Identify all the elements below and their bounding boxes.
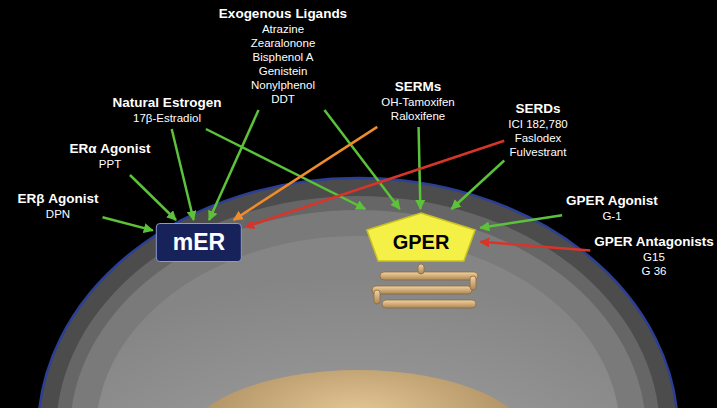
item-text: PPT xyxy=(69,157,150,171)
helix xyxy=(372,286,472,294)
item-text: Atrazine xyxy=(219,22,347,36)
heading-text: ERβ Agonist xyxy=(18,190,99,207)
receptor-box: mER xyxy=(156,223,242,262)
heading-text: SERMs xyxy=(381,78,455,95)
membrane-band xyxy=(56,196,660,408)
heading-text: GPER xyxy=(393,230,450,254)
ligand-group: ERβ AgonistDPN xyxy=(18,190,99,221)
item-text: Genistein xyxy=(219,64,347,78)
arrow-connector xyxy=(209,110,258,220)
arrow-connector xyxy=(324,110,399,209)
ligand-group: Natural Estrogen17β-Estradiol xyxy=(113,94,222,125)
heading-text: ERα Agonist xyxy=(69,140,150,157)
arrow-connector xyxy=(480,215,562,228)
membrane-inner xyxy=(70,210,646,408)
helix-stem xyxy=(418,264,424,274)
ligand-group: ERα AgonistPPT xyxy=(69,140,150,171)
nucleus xyxy=(183,370,533,408)
item-text: OH-Tamoxifen xyxy=(381,95,455,109)
helix xyxy=(380,272,478,280)
helix-link xyxy=(470,276,476,290)
item-text: Zearalonone xyxy=(219,36,347,50)
gper-helices xyxy=(372,264,478,308)
ligand-group: Exogenous LigandsAtrazineZearalononeBisp… xyxy=(219,5,347,106)
heading-text: mER xyxy=(173,229,225,256)
item-text: Faslodex xyxy=(508,131,567,145)
receptor-pentagon: GPER xyxy=(365,212,478,262)
item-text: ICI 182,780 xyxy=(508,117,567,131)
arrow-connector xyxy=(206,129,365,209)
heading-text: Exogenous Ligands xyxy=(219,5,347,22)
helix xyxy=(382,300,476,308)
item-text: G15 xyxy=(594,250,714,264)
pentagon-outline xyxy=(367,213,475,261)
arrow-connector xyxy=(451,160,504,209)
heading-text: Natural Estrogen xyxy=(113,94,222,111)
item-text: DPN xyxy=(18,207,99,221)
arrow-connector xyxy=(130,175,176,220)
ligand-group: SERDsICI 182,780FaslodexFulvestrant xyxy=(508,100,567,159)
item-text: Raloxifene xyxy=(381,109,455,123)
arrow-connector xyxy=(480,242,590,251)
item-text: 17β-Estradiol xyxy=(113,111,222,125)
item-text: Fulvestrant xyxy=(508,145,567,159)
heading-text: GPER Antagonists xyxy=(594,233,714,250)
ligand-group: SERMsOH-TamoxifenRaloxifene xyxy=(381,78,455,123)
heading-text: GPER Agonist xyxy=(566,192,658,209)
cell-outer xyxy=(38,178,678,408)
arrow-connector xyxy=(245,141,504,227)
item-text: DDT xyxy=(219,92,347,106)
arrow-connector xyxy=(103,217,153,230)
item-text: Nonylphenol xyxy=(219,78,347,92)
item-text: G-1 xyxy=(566,209,658,223)
arrow-connector xyxy=(172,129,194,220)
ligand-group: GPER AntagonistsG15G 36 xyxy=(594,233,714,278)
heading-text: SERDs xyxy=(508,100,567,117)
item-text: Bisphenol A xyxy=(219,50,347,64)
item-text: G 36 xyxy=(594,264,714,278)
ligand-group: GPER AgonistG-1 xyxy=(566,192,658,223)
helix-link xyxy=(374,290,380,304)
